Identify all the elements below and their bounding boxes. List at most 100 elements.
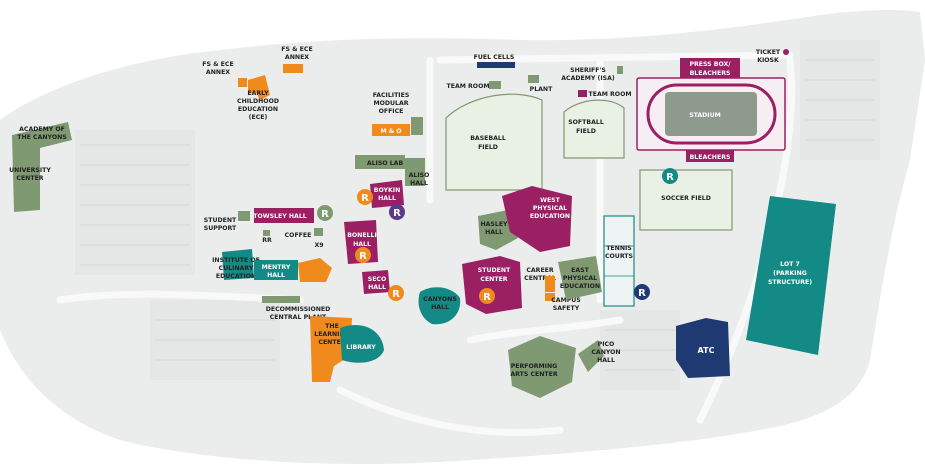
career-central-building[interactable] [545, 276, 555, 292]
ece-building[interactable] [248, 75, 270, 100]
restroom-badge-bonelli[interactable]: R [355, 247, 371, 263]
tennis-label-1: TENNIS [606, 245, 632, 252]
aliso-hall-label-1: ALISO [409, 172, 430, 179]
press-box-building[interactable] [680, 58, 740, 78]
facilities-label-3: OFFICE [379, 108, 404, 115]
towsley-hall-building[interactable] [254, 208, 314, 223]
baseball-field[interactable] [445, 93, 543, 191]
mentry-label-1: MENTRY [262, 264, 291, 271]
aliso-hall-building[interactable] [405, 158, 425, 186]
restroom-icon [355, 247, 371, 263]
restroom-badge-boykin-east[interactable]: R [389, 204, 405, 220]
aliso-lab-label: ALISO LAB [367, 160, 404, 167]
institute-culinary-building[interactable] [222, 249, 254, 280]
rr-label: RR [262, 237, 272, 244]
team-room-left-label: TEAM ROOM [447, 83, 490, 90]
restroom-icon [662, 168, 678, 184]
campus-safety-building[interactable] [545, 293, 555, 301]
mo-annex-building[interactable] [411, 117, 423, 135]
mo-building[interactable] [372, 124, 410, 136]
x9-label: X9 [314, 242, 323, 249]
west-pe-label-2: PHYSICAL [533, 205, 567, 212]
bleachers-label: BLEACHERS [690, 154, 731, 161]
restroom-badge-tennis[interactable]: R [634, 284, 650, 300]
atc-building[interactable] [676, 318, 730, 378]
student-support-building[interactable] [238, 211, 250, 221]
career-label-2: CENTRAL [524, 275, 556, 282]
academy-of-the-canyons-building[interactable] [12, 122, 72, 212]
pico-label-3: HALL [597, 357, 615, 364]
restroom-badge-student-center[interactable]: R [479, 288, 495, 304]
lot7-label-2: (PARKING [773, 270, 807, 277]
student-center-building[interactable] [462, 256, 522, 314]
restroom-badge-seco[interactable]: R [388, 285, 404, 301]
university-label-1: UNIVERSITY [9, 167, 51, 174]
softball-field[interactable] [563, 99, 625, 159]
career-label-1: CAREER [526, 267, 554, 274]
canyons-hall-building[interactable] [418, 287, 461, 325]
press-box-label-2: BLEACHERS [690, 70, 731, 77]
aliso-lab-building[interactable] [355, 155, 405, 169]
restroom-badge-soccer[interactable]: R [662, 168, 678, 184]
restroom-badge-boykin-west[interactable]: R [357, 189, 373, 205]
ece-label-1: EARLY [247, 90, 269, 97]
ticket-kiosk-marker[interactable] [783, 49, 789, 55]
coffee-label: COFFEE [285, 232, 312, 239]
restroom-icon [388, 285, 404, 301]
east-pe-building[interactable] [558, 256, 602, 300]
team-room-left-building[interactable] [489, 81, 501, 89]
bleachers-building[interactable] [686, 150, 734, 162]
atc-label: ATC [698, 346, 715, 355]
mentry-annex-building[interactable] [298, 258, 332, 282]
lot7-parking-structure[interactable] [746, 196, 836, 355]
mentry-label-2: HALL [267, 272, 285, 279]
pico-label-1: PICO [598, 341, 615, 348]
x9-building[interactable] [314, 228, 323, 236]
soccer-field[interactable] [639, 169, 733, 231]
restroom-icon [479, 288, 495, 304]
team-room-right-building[interactable] [578, 90, 587, 97]
decommissioned-plant-building[interactable] [262, 296, 300, 303]
fuel-cells-building[interactable] [477, 62, 515, 68]
sheriffs-academy-building[interactable] [617, 66, 623, 74]
bonelli-label-2: HALL [353, 241, 371, 248]
pico-canyon-hall-building[interactable] [578, 340, 604, 372]
restroom-icon [389, 204, 405, 220]
fsece-annex-left-building[interactable] [238, 78, 247, 87]
mentry-hall-building[interactable] [254, 260, 298, 280]
boykin-hall-building[interactable] [370, 180, 404, 208]
lot7-label-3: STRUCTURE) [768, 279, 812, 286]
plant-building[interactable] [528, 75, 539, 83]
performing-arts-building[interactable] [508, 336, 576, 398]
seco-hall-building[interactable] [362, 270, 390, 294]
institute-label-1: INSTITUTE OF [212, 257, 260, 264]
parking-stripes [80, 59, 875, 371]
learning-center-label-3: CENTER [318, 339, 345, 346]
fsece-annex-top-building[interactable] [283, 64, 303, 73]
rr-building[interactable] [263, 230, 270, 236]
restroom-badge-towsley[interactable]: R [317, 205, 333, 221]
institute-label-2: CULINARY [219, 265, 254, 272]
west-pe-building[interactable] [502, 186, 572, 252]
library-label: LIBRARY [346, 344, 376, 351]
east-pe-label-2: PHYSICAL [563, 275, 597, 282]
library-building[interactable] [340, 324, 384, 363]
seco-label-1: SECO [368, 276, 386, 283]
west-pe-label-1: WEST [540, 197, 561, 204]
tennis-courts[interactable] [603, 215, 635, 307]
